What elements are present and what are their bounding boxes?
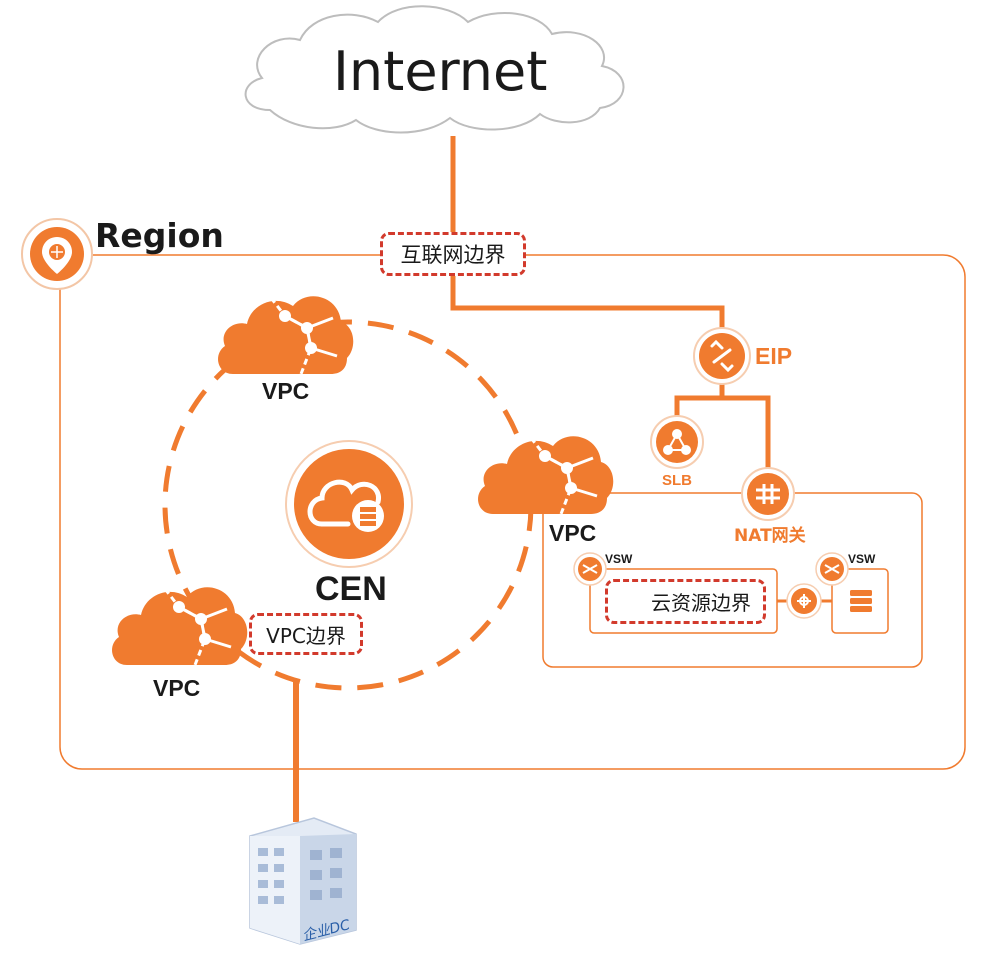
vpc-cloud-icon-top — [216, 288, 355, 376]
vpc-label-right: VPC — [549, 520, 597, 546]
building-icon — [249, 817, 357, 945]
vpc-label-left: VPC — [153, 675, 201, 701]
cloud-resource-boundary-label: 云资源边界 — [651, 591, 751, 615]
vpc-label-top: VPC — [262, 378, 310, 404]
internet-label: Internet — [333, 40, 548, 103]
vsw-icon-right — [815, 552, 849, 586]
globe-icon — [21, 218, 93, 290]
internet-boundary: 互联网边界 — [380, 232, 526, 276]
vsw-label-right: VSW — [848, 552, 876, 566]
router-icon — [786, 583, 822, 619]
internet-link — [450, 136, 725, 330]
nat-label: NAT网关 — [734, 526, 806, 546]
eip-icon — [693, 327, 751, 385]
nat-gateway-icon — [741, 467, 795, 521]
vpc-boundary: VPC边界 — [249, 613, 363, 655]
right-vpc-container — [542, 492, 923, 668]
vpc-cloud-icon-left — [110, 579, 249, 667]
eip-label: EIP — [755, 343, 793, 369]
cen-label: CEN — [315, 570, 387, 608]
cen-icon — [285, 440, 413, 568]
vpc-cloud-icon-right — [476, 428, 615, 516]
vsw-label-left: VSW — [605, 552, 633, 566]
region-label: Region — [95, 216, 224, 255]
server-icon-right — [850, 590, 872, 612]
vsw-icon-left — [573, 552, 607, 586]
slb-label: SLB — [662, 472, 692, 489]
eip-branch — [674, 382, 771, 472]
internet-cloud — [244, 5, 625, 134]
slb-icon — [650, 415, 704, 469]
cloud-resource-boundary: 云资源边界 — [605, 579, 766, 624]
